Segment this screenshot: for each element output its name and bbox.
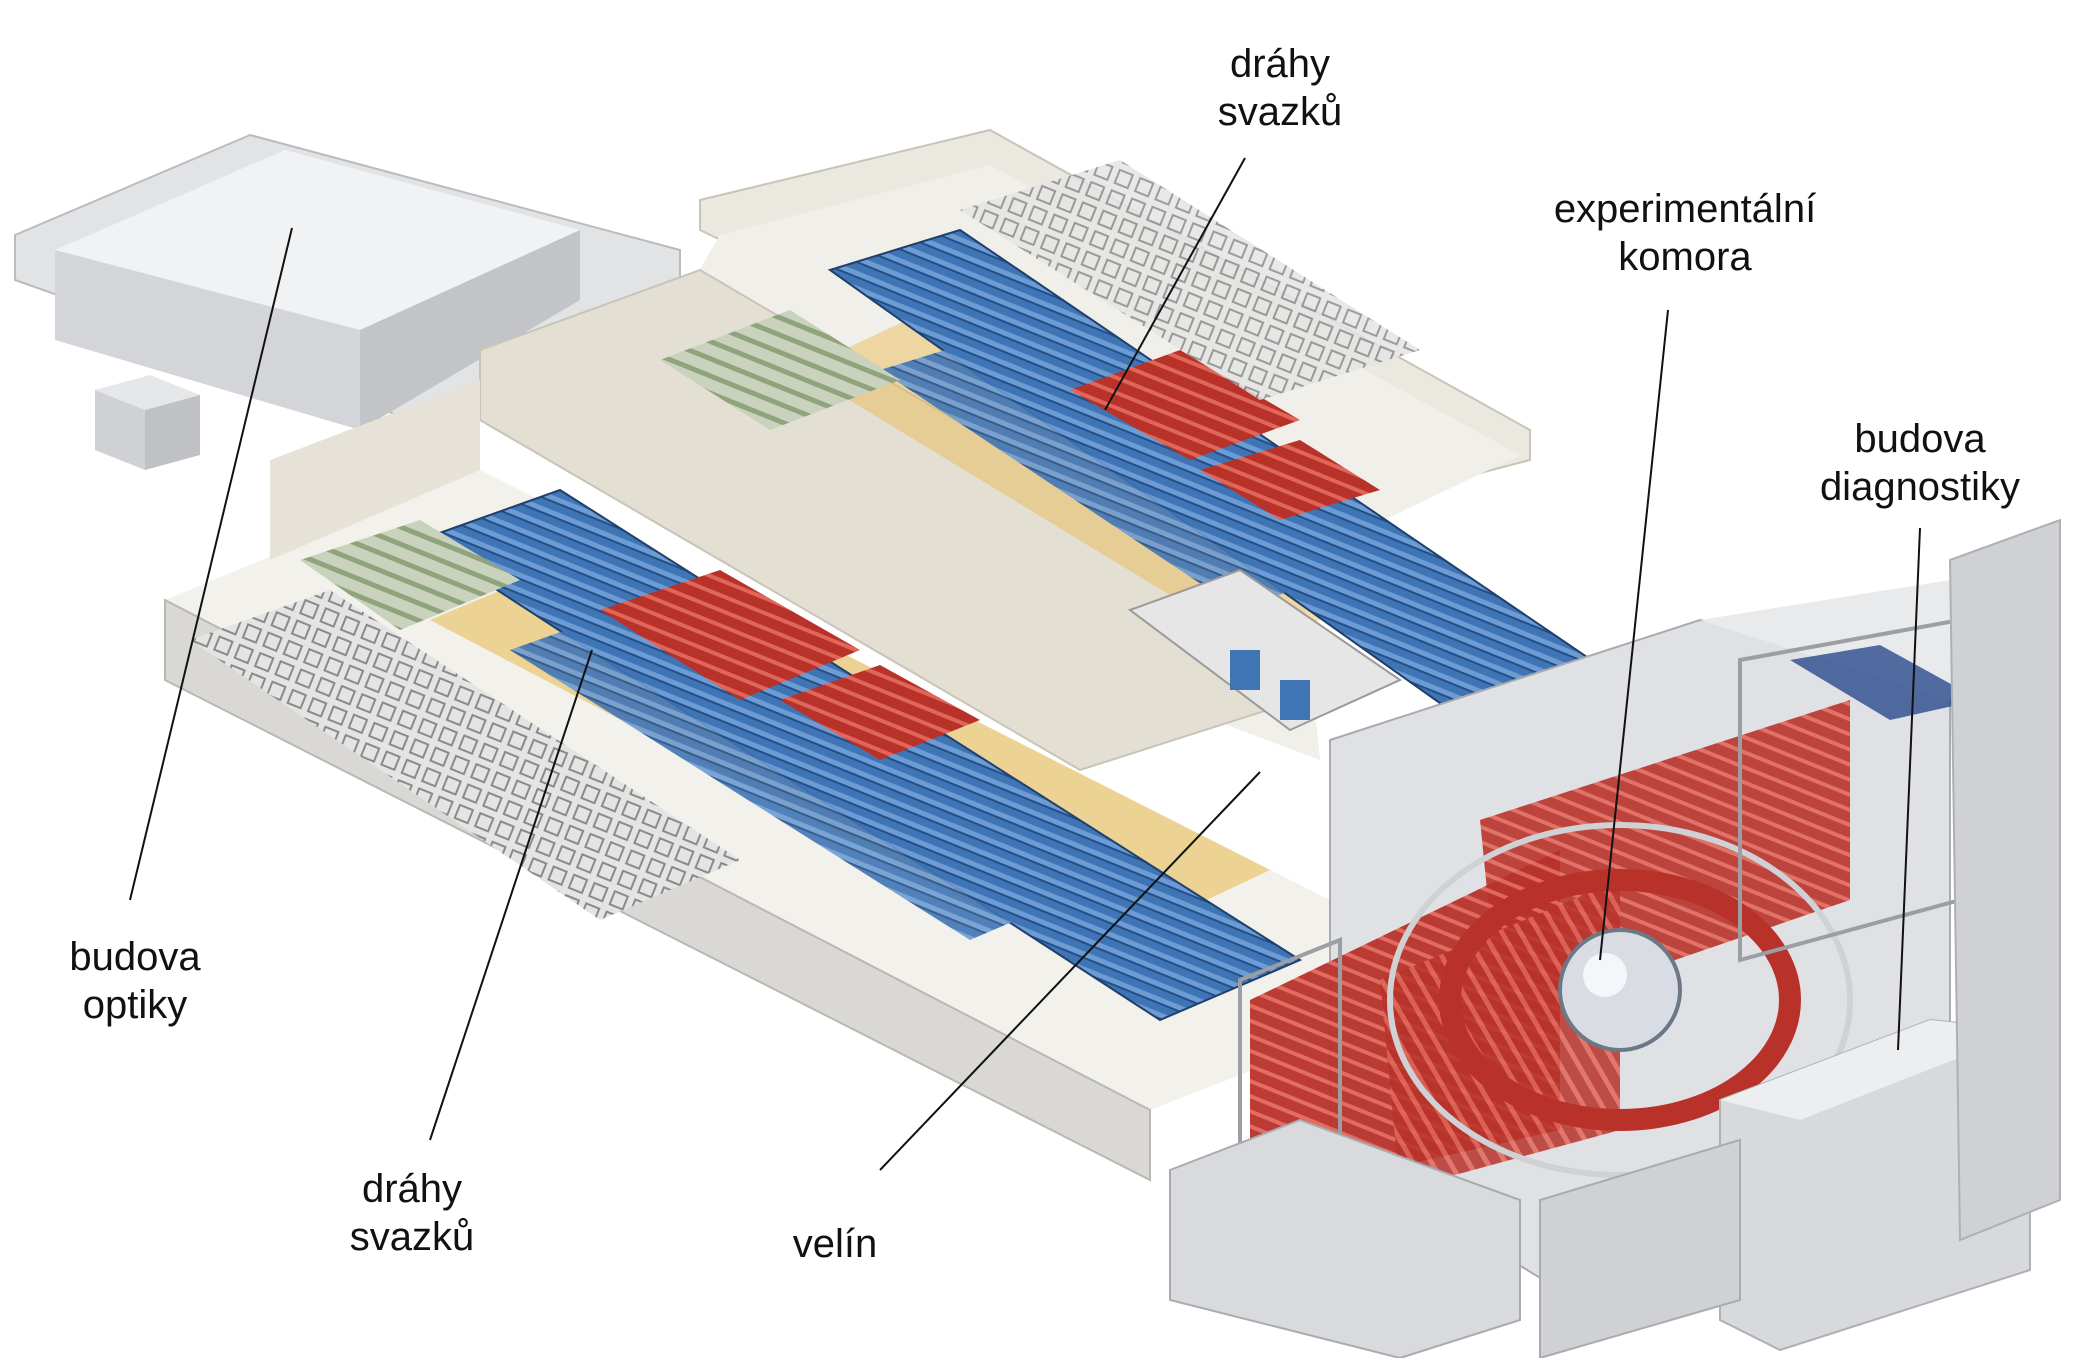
label-control-room: velín	[792, 1222, 878, 1266]
leader-line-optics	[129, 227, 293, 901]
leader-lines	[129, 157, 1921, 1171]
diagnostics-building-illustration	[1719, 518, 2061, 1352]
leader-line-diagnostics	[1897, 527, 1921, 1051]
label-optics-building: budova optiky	[69, 935, 201, 1027]
leader-line-beamlines-bottom	[429, 649, 593, 1141]
front-rooms-illustration	[1169, 1118, 1741, 1360]
lower-beamlines-illustration	[190, 488, 1303, 1022]
label-beamlines-top: dráhy svazků	[1217, 42, 1343, 134]
label-diagnostics-building: budova diagnostiky	[1819, 417, 2021, 509]
label-target-chamber: experimentální komora	[1553, 187, 1817, 279]
upper-beamlines-illustration	[660, 160, 1653, 762]
control-room-illustration	[1127, 568, 1403, 732]
leader-line-beamlines-top	[1104, 157, 1246, 411]
leader-line-target-chamber	[1599, 309, 1669, 961]
label-beamlines-bottom: dráhy svazků	[349, 1167, 475, 1259]
leader-line-control-room	[879, 771, 1261, 1171]
